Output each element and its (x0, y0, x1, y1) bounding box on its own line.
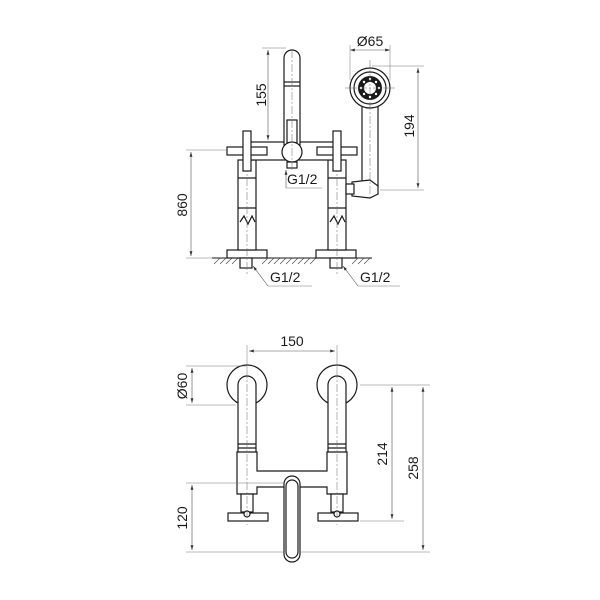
thread-label-left-inlet: G1/2 (252, 265, 312, 287)
label-g12-left: G1/2 (270, 269, 301, 285)
dim-depth-handles: 214 (360, 384, 404, 522)
dim-flange-diameter: Ø60 (174, 365, 247, 406)
label-g12-right: G1/2 (360, 269, 391, 285)
dim-155: 155 (253, 83, 269, 107)
floor-hatch (212, 257, 372, 265)
left-leg (226, 150, 268, 275)
top-view: 150 Ø60 214 258 120 (174, 333, 430, 563)
left-cross-handle (226, 130, 268, 172)
side-view: 155 Ø65 194 860 G1/2 (174, 33, 424, 287)
dim-214: 214 (374, 442, 390, 466)
dim-shower-diameter: Ø65 (349, 33, 391, 80)
dim-150: 150 (280, 333, 304, 349)
dim-overall-depth: 258 (300, 384, 430, 553)
dim-spout-height: 155 (253, 47, 286, 140)
thread-label-right-inlet: G1/2 (342, 265, 400, 287)
dim-860: 860 (174, 193, 190, 217)
dim-d65: Ø65 (357, 33, 384, 49)
dim-spout-offset: 120 (174, 482, 284, 553)
dim-194: 194 (401, 114, 417, 138)
spout-top (283, 475, 301, 563)
dim-d60: Ø60 (174, 373, 190, 400)
dim-120: 120 (174, 506, 190, 530)
right-cross-handle (316, 130, 358, 172)
label-g12-outlet: G1/2 (287, 171, 318, 187)
hand-shower (345, 60, 395, 200)
dim-overall-height: 860 (174, 149, 226, 259)
right-leg (315, 150, 357, 275)
dim-center-distance: 150 (246, 333, 338, 370)
thread-label-outlet: G1/2 (284, 170, 322, 189)
spout (281, 49, 303, 170)
dim-258: 258 (405, 456, 421, 480)
dim-shower-length: 194 (372, 65, 424, 191)
mixer-body (236, 451, 348, 495)
